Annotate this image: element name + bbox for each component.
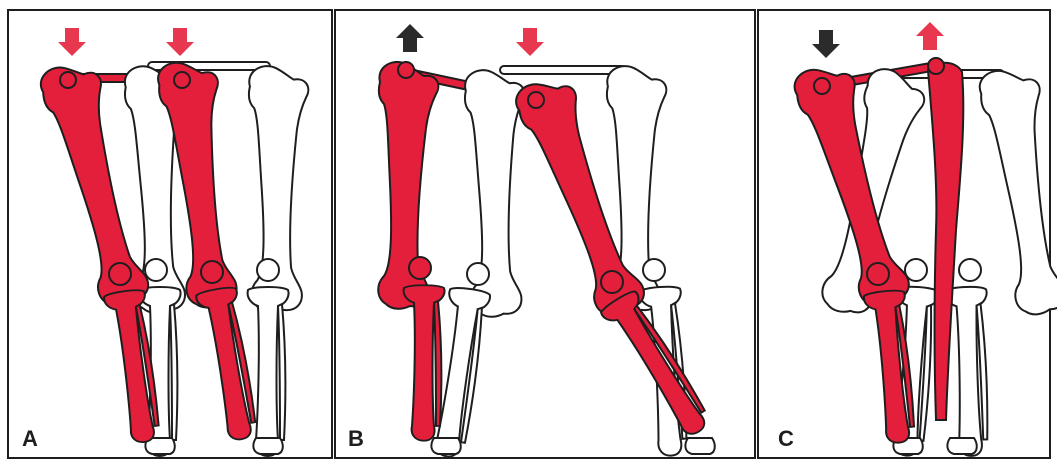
arrow-down-icon [516,28,544,56]
panel-c: C [778,22,1057,457]
panel-label: C [778,426,794,451]
arrow-up-icon [396,24,424,52]
panel-a: A [22,28,312,456]
arrow-down-icon [58,28,86,56]
arrow-up-icon [916,22,944,50]
arrow-down-icon [166,28,194,56]
arrow-down-icon [812,30,840,58]
panel-label: A [22,426,38,451]
panel-b: B [348,24,716,459]
panel-label: B [348,426,364,451]
highlighted-leg [378,62,716,442]
